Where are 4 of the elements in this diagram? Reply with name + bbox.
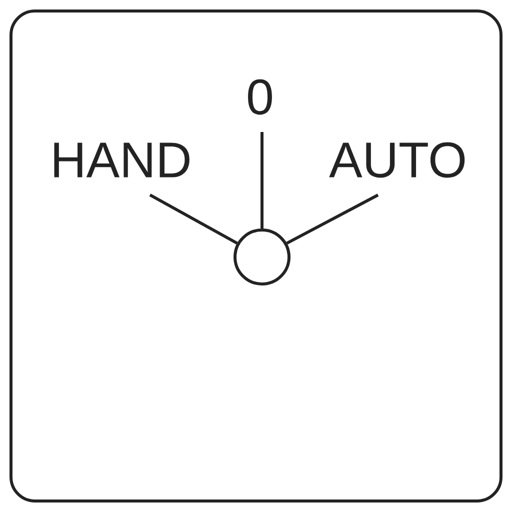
position-label: AUTO [329,142,465,178]
position-label: 0 [248,79,272,115]
pivot-circle [234,228,290,286]
position-label: HAND [54,142,190,178]
